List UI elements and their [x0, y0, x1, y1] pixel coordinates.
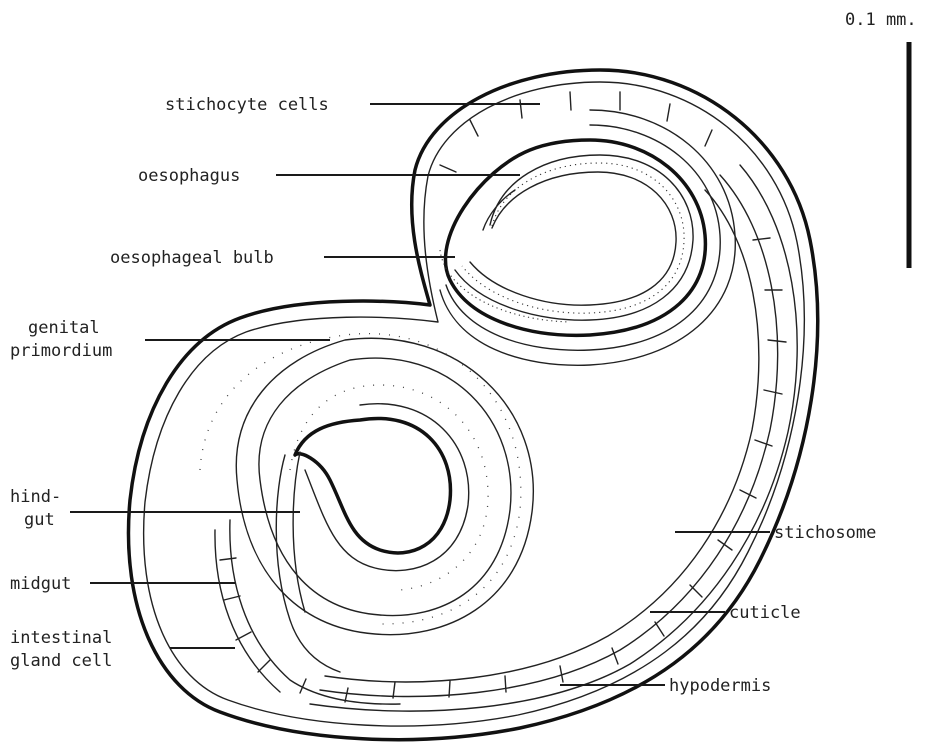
label-midgut: midgut: [10, 574, 71, 594]
label-oesophagus: oesophagus: [138, 166, 240, 186]
genital-primordium: [200, 334, 521, 624]
stichosome-inner: [325, 190, 759, 682]
posterior-loop-inner: [295, 418, 450, 553]
scale-bar: 0.1 mm.: [845, 10, 917, 268]
stichosome-outer: [320, 175, 778, 697]
label-intestinal-gland-cell-line1: intestinal: [10, 628, 112, 648]
label-hindgut-line2: gut: [24, 510, 55, 530]
label-hindgut-line1: hind-: [10, 487, 61, 507]
oesophagus: [455, 155, 693, 320]
intestinal-septa: [220, 558, 348, 702]
label-genital-primordium-line1: genital: [28, 318, 100, 338]
scale-bar-label: 0.1 mm.: [845, 10, 917, 30]
label-oesophageal-bulb: oesophageal bulb: [110, 248, 274, 268]
intestine-stipple: [290, 385, 488, 590]
hypodermis-line: [310, 165, 797, 711]
label-cuticle: cuticle: [729, 603, 801, 623]
oesophageal-bulb: [440, 250, 570, 322]
leader-lines: [70, 104, 770, 685]
label-stichosome: stichosome: [774, 523, 876, 543]
label-genital-primordium-line2: primordium: [10, 341, 112, 361]
cuticle-inner-line: [144, 82, 805, 726]
label-hypodermis: hypodermis: [669, 676, 771, 696]
anterior-loop-inner: [445, 140, 705, 335]
hindgut-tube: [276, 455, 340, 672]
anterior-hypodermis-line: [440, 110, 735, 365]
intestinal-line: [215, 530, 280, 692]
hindgut-tube-2: [293, 452, 305, 612]
intestine-wall-3: [236, 338, 533, 634]
intestine-wall-1: [305, 404, 469, 571]
label-stichocyte-cells: stichocyte cells: [165, 95, 329, 115]
label-intestinal-gland-cell-line2: gland cell: [10, 651, 112, 671]
